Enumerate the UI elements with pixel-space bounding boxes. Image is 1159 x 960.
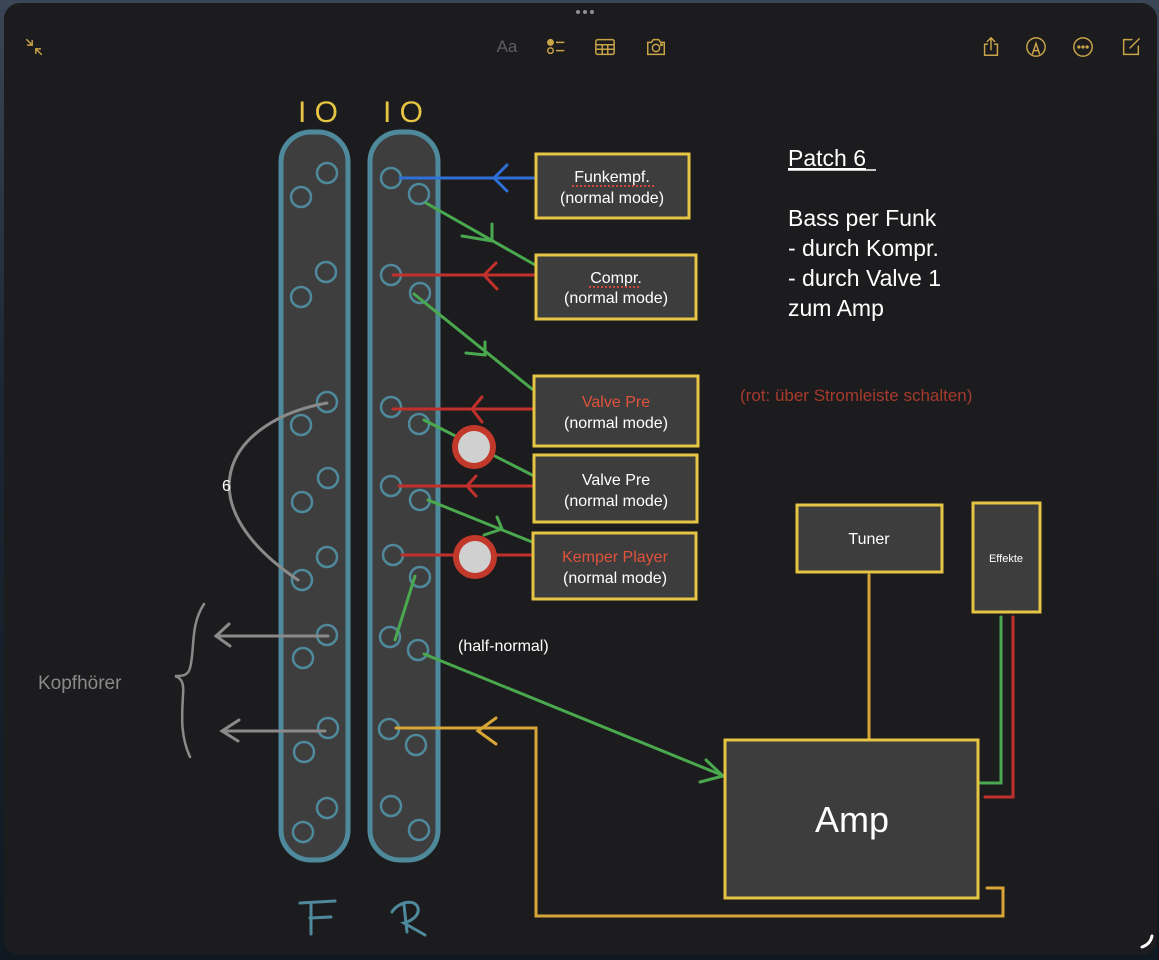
patch-jack[interactable] (291, 646, 315, 670)
patch-jack[interactable] (289, 185, 313, 209)
arrow-head (213, 622, 232, 648)
arrow-head (219, 718, 241, 743)
headphones-label: Kopfhörer (38, 673, 122, 694)
patchbay-rear (367, 129, 441, 863)
arrow-head (464, 340, 487, 357)
device-name: Compr. (590, 270, 642, 287)
patch-jack[interactable] (404, 733, 428, 757)
patch-jack[interactable] (379, 395, 403, 419)
patch-jack[interactable] (407, 818, 431, 842)
device-mode: (normal mode) (564, 415, 668, 432)
device-name: Valve Pre (582, 394, 650, 411)
device-compr[interactable]: Compr. (normal mode) (534, 253, 698, 321)
arrow-head (482, 515, 505, 537)
loop-number-label: 6 (222, 478, 231, 495)
device-name: Amp (815, 799, 889, 840)
cable-green-kemper[interactable] (426, 498, 544, 548)
device-funkempf[interactable]: Funkempf. (normal mode) (534, 152, 691, 220)
cable-gray-loop-6[interactable] (227, 401, 329, 582)
collapse-arrows-icon[interactable] (22, 35, 46, 59)
patch-jack[interactable] (289, 413, 313, 437)
cable-green-valve1[interactable] (412, 292, 534, 391)
markup-pen-icon[interactable] (1024, 35, 1048, 59)
window-grabber[interactable] (576, 10, 594, 14)
half-normal-label: (half-normal) (458, 638, 549, 655)
note-line-4: zum Amp (788, 295, 884, 321)
arrow-head (464, 474, 478, 498)
patch-jack[interactable] (408, 565, 432, 589)
note-line-3: - durch Valve 1 (788, 265, 941, 291)
table-icon[interactable] (593, 35, 617, 59)
arrow-head (470, 395, 484, 424)
label-rear-r (390, 900, 427, 937)
patch-jack[interactable] (314, 260, 338, 284)
cable-green-jumper[interactable] (393, 574, 417, 642)
more-ellipsis-icon[interactable] (1071, 35, 1095, 59)
patch-jack[interactable] (290, 568, 314, 592)
headphones-brace (174, 602, 206, 759)
patch-jack[interactable] (315, 545, 339, 569)
camera-icon[interactable] (644, 35, 668, 59)
device-name: Effekte (989, 553, 1023, 565)
patch-jack[interactable] (316, 466, 340, 490)
label-front-f (298, 899, 337, 936)
patch-jack[interactable] (316, 716, 340, 740)
patch-title: Patch 6 (788, 145, 866, 171)
patch-jack[interactable] (315, 796, 339, 820)
arrow-head (491, 163, 509, 193)
power-switch-kemper[interactable] (453, 535, 497, 579)
power-switch-valve1[interactable] (452, 425, 496, 469)
patch-jack[interactable] (289, 285, 313, 309)
device-valve-pre-2[interactable]: Valve Pre (normal mode) (532, 453, 699, 524)
compose-icon[interactable] (1119, 35, 1143, 59)
patch-jack[interactable] (315, 161, 339, 185)
device-effekte[interactable]: Effekte (971, 501, 1042, 614)
patch-jack[interactable] (407, 182, 431, 206)
note-line-2: - durch Kompr. (788, 235, 939, 261)
red-cable-note: (rot: über Stromleiste schalten) (740, 386, 972, 405)
rear-io-header: I O (383, 96, 423, 129)
device-name: Valve Pre (582, 472, 650, 489)
device-mode: (normal mode) (563, 570, 667, 587)
note-line-1: Bass per Funk (788, 205, 937, 231)
cable-yellow-return[interactable] (394, 726, 1005, 918)
arrow-head (481, 261, 499, 291)
device-kemper[interactable]: Kemper Player (normal mode) (531, 531, 698, 601)
patch-jack[interactable] (292, 740, 316, 764)
device-valve-pre-1[interactable]: Valve Pre (normal mode) (532, 374, 700, 448)
patch-jack[interactable] (408, 281, 432, 305)
arrow-head (475, 716, 498, 746)
device-name: Funkempf. (574, 169, 650, 186)
cable-green-amp[interactable] (422, 652, 726, 778)
front-io-header: I O (298, 96, 338, 129)
arrow-head (460, 222, 494, 243)
patchbay-front (278, 129, 351, 863)
patch-jack[interactable] (291, 820, 315, 844)
cable-green-effects[interactable] (978, 615, 1003, 785)
patch-jack[interactable] (378, 625, 402, 649)
cable-red-effects[interactable] (983, 615, 1015, 799)
patch-jack[interactable] (315, 390, 339, 414)
patch-jack[interactable] (290, 490, 314, 514)
device-mode: (normal mode) (560, 190, 664, 207)
cable-green-compr[interactable] (424, 201, 539, 268)
device-name: Kemper Player (562, 549, 668, 566)
resize-handle-icon[interactable] (1140, 934, 1154, 949)
device-mode: (normal mode) (564, 493, 668, 510)
share-icon[interactable] (979, 35, 1003, 59)
checklist-icon[interactable] (544, 35, 568, 59)
device-mode: (normal mode) (564, 290, 668, 307)
patch-jack[interactable] (379, 794, 403, 818)
text-format-icon[interactable]: Aa (496, 37, 518, 56)
device-amp[interactable]: Amp (723, 738, 980, 900)
arrow-head (698, 758, 727, 784)
patch-jack[interactable] (406, 638, 430, 662)
device-name: Tuner (848, 531, 890, 548)
device-tuner[interactable]: Tuner (795, 503, 944, 574)
